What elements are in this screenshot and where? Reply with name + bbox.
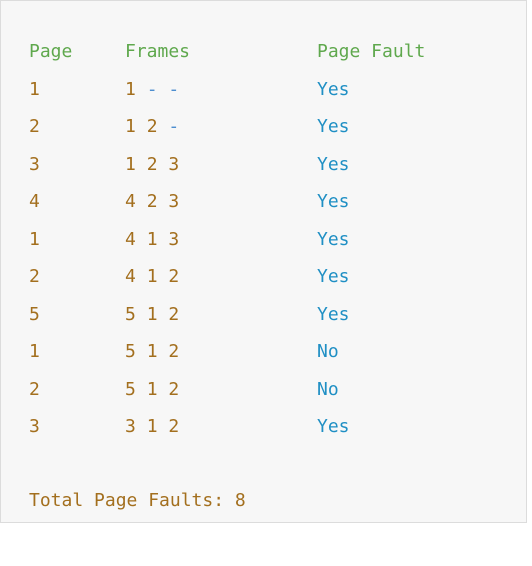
row-page: 2 xyxy=(29,266,40,287)
output-panel: Page Frames Page Fault 1 1 - - Yes 2 1 2… xyxy=(0,0,527,523)
row-frames: 4 2 3 xyxy=(125,189,179,215)
row-fault: Yes xyxy=(317,79,350,100)
row-frames: 1 - - xyxy=(125,77,179,103)
table-row: 2 4 1 2 Yes xyxy=(29,264,350,290)
frame-3: - xyxy=(168,116,180,137)
table-row: 5 5 1 2 Yes xyxy=(29,302,350,328)
frame-2: 2 xyxy=(146,116,158,137)
total-page-faults-value: 8 xyxy=(234,490,246,511)
row-page: 2 xyxy=(29,379,40,400)
frame-2: 1 xyxy=(146,416,158,437)
header-page: Page xyxy=(29,41,73,62)
row-page: 1 xyxy=(29,229,40,250)
frame-2: 1 xyxy=(146,266,158,287)
header-row: Page Frames Page Fault xyxy=(29,39,425,65)
table-row: 3 1 2 3 Yes xyxy=(29,152,350,178)
frame-2: 1 xyxy=(146,379,158,400)
row-frames: 5 1 2 xyxy=(125,339,179,365)
row-frames: 3 1 2 xyxy=(125,414,179,440)
frame-1: 1 xyxy=(125,154,136,175)
frame-1: 3 xyxy=(125,416,136,437)
header-page-fault: Page Fault xyxy=(317,41,426,62)
frame-2: 1 xyxy=(146,229,158,250)
frame-3: 3 xyxy=(168,229,180,250)
frame-3: 3 xyxy=(168,191,180,212)
table-row: 2 1 2 - Yes xyxy=(29,114,350,140)
table-row: 1 5 1 2 No xyxy=(29,339,339,365)
table-row: 2 5 1 2 No xyxy=(29,377,339,403)
row-page: 1 xyxy=(29,79,40,100)
row-page: 3 xyxy=(29,154,40,175)
row-page: 3 xyxy=(29,416,40,437)
table-row: 1 4 1 3 Yes xyxy=(29,227,350,253)
frame-3: 2 xyxy=(168,379,180,400)
frame-3: - xyxy=(168,79,180,100)
frame-2: 1 xyxy=(146,304,158,325)
row-fault: Yes xyxy=(317,229,350,250)
table-row: 3 3 1 2 Yes xyxy=(29,414,350,440)
table-row: 4 4 2 3 Yes xyxy=(29,189,350,215)
frame-1: 4 xyxy=(125,191,136,212)
frame-1: 4 xyxy=(125,266,136,287)
summary-line: Total Page Faults: 8 xyxy=(29,488,246,514)
frame-1: 4 xyxy=(125,229,136,250)
row-frames: 4 1 3 xyxy=(125,227,179,253)
frame-2: 2 xyxy=(146,191,158,212)
row-fault: Yes xyxy=(317,266,350,287)
frame-3: 2 xyxy=(168,266,180,287)
header-frames: Frames xyxy=(125,41,191,62)
frame-3: 2 xyxy=(168,416,180,437)
row-fault: Yes xyxy=(317,116,350,137)
total-page-faults-label: Total Page Faults: 8 xyxy=(29,488,246,514)
row-fault: Yes xyxy=(317,416,350,437)
row-frames: 1 2 3 xyxy=(125,152,179,178)
frame-2: 2 xyxy=(146,154,158,175)
row-page: 4 xyxy=(29,191,40,212)
frame-1: 1 xyxy=(125,116,136,137)
row-fault: Yes xyxy=(317,304,350,325)
frame-3: 3 xyxy=(168,154,180,175)
row-page: 5 xyxy=(29,304,40,325)
row-frames: 4 1 2 xyxy=(125,264,179,290)
row-page: 1 xyxy=(29,341,40,362)
row-frames: 1 2 - xyxy=(125,114,179,140)
frame-2: - xyxy=(146,79,158,100)
row-frames: 5 1 2 xyxy=(125,377,179,403)
row-fault: Yes xyxy=(317,154,350,175)
frame-1: 5 xyxy=(125,341,136,362)
frame-2: 1 xyxy=(146,341,158,362)
row-fault: No xyxy=(317,379,339,400)
total-label-text: Total Page Faults: xyxy=(29,490,225,511)
row-fault: No xyxy=(317,341,339,362)
row-page: 2 xyxy=(29,116,40,137)
frame-1: 5 xyxy=(125,379,136,400)
table-row: 1 1 - - Yes xyxy=(29,77,350,103)
frame-1: 5 xyxy=(125,304,136,325)
frame-3: 2 xyxy=(168,304,180,325)
row-frames: 5 1 2 xyxy=(125,302,179,328)
frame-3: 2 xyxy=(168,341,180,362)
row-fault: Yes xyxy=(317,191,350,212)
frame-1: 1 xyxy=(125,79,136,100)
